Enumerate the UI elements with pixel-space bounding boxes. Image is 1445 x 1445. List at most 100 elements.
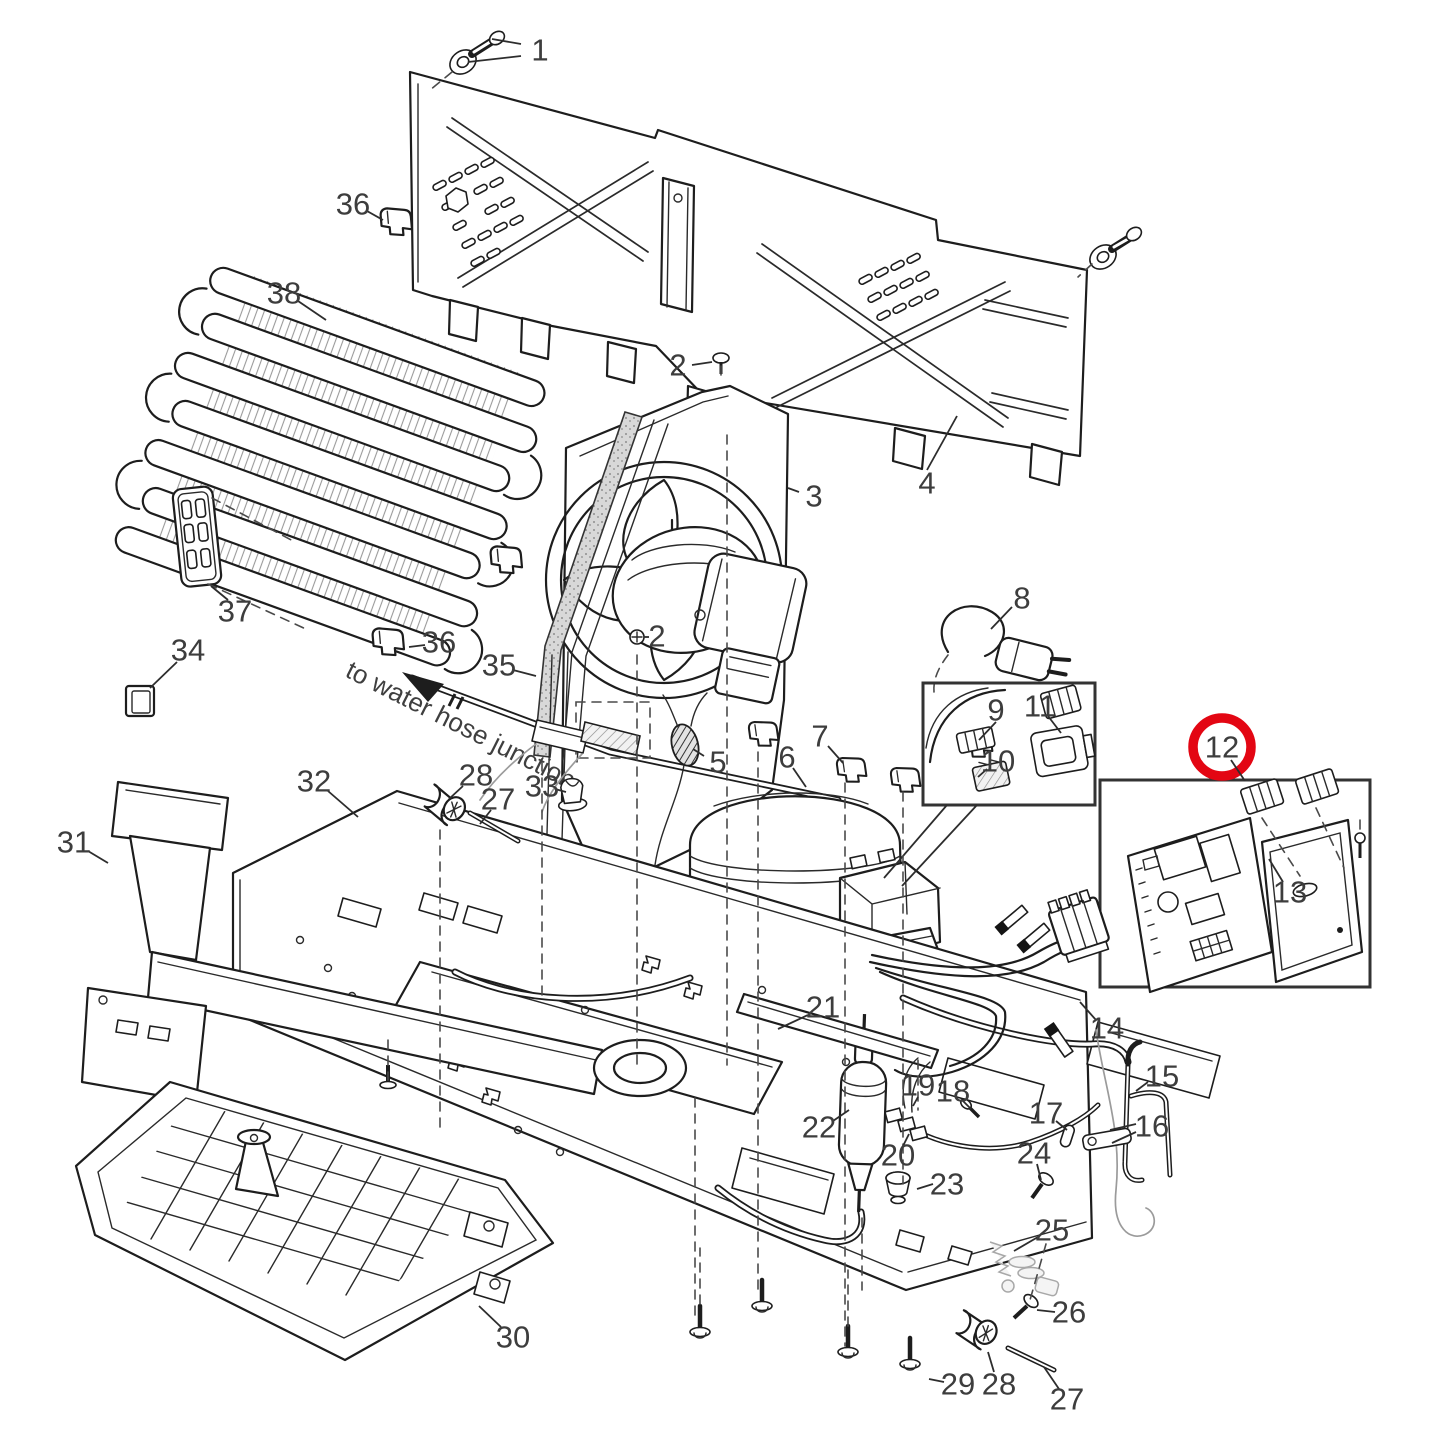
callout-label: 15 [1145,1059,1179,1094]
callout-28: 28 [448,758,493,800]
clip-36-top [378,205,414,238]
callout-label: 8 [1013,581,1030,616]
callout-leader [1111,1131,1137,1144]
corner-bracket [80,780,688,1104]
arrow-head [402,672,444,702]
callout-label: 37 [218,594,252,629]
callout-label: 19 [901,1068,935,1103]
callout-17: 17 [1029,1096,1068,1131]
water-hose-tube [402,672,842,804]
callout-label: 32 [297,764,331,799]
callout-label: 25 [1035,1213,1069,1248]
callout-leader [408,644,426,648]
callout-label: 36 [336,187,370,222]
callout-leader [912,1096,919,1107]
callout-leader [978,721,997,741]
vent-slots-left [431,155,525,269]
thermostat-sensor [649,692,708,976]
base-screw [900,1338,920,1370]
callout-25: 25 [1013,1213,1069,1252]
grommet-pin-17 [1059,1124,1076,1148]
callout-leader [1135,1081,1149,1092]
callout-label: 1 [531,33,548,68]
callout-label: 31 [57,825,91,860]
control-pcb [1126,816,1274,994]
callout-1: 1 [467,33,549,68]
callout-label: 22 [802,1110,836,1145]
callout-label: 18 [936,1074,970,1109]
callout-leader [926,415,958,471]
drier-filter [837,1013,888,1212]
roller-set-rear [952,1309,1057,1373]
callout-label: 27 [1050,1382,1084,1417]
callout-27: 27 [1043,1366,1084,1417]
callout-leader [467,55,522,63]
terminal-connector [1039,684,1082,720]
callout-19: 19 [901,1068,935,1107]
power-cord [933,605,1072,693]
base-screw [752,1280,772,1312]
grille-projection-lines [207,497,309,631]
callout-label: 4 [918,466,935,501]
callout-label: 30 [496,1320,530,1355]
clip-7 [889,764,923,796]
callout-label: 7 [811,719,828,754]
cover-connector [1294,768,1340,805]
callout-leader [827,745,844,764]
callout-4: 4 [918,415,958,501]
callout-label: 2 [669,348,686,383]
callout-leader [366,210,384,221]
relay-cover-11 [1030,725,1096,778]
cover-connector [1239,778,1285,815]
relay-parts-inset [883,684,1096,887]
grommet-23 [885,1171,911,1205]
callout-leader [916,1183,934,1190]
callout-label: 29 [941,1367,975,1402]
callout-6: 6 [778,740,807,788]
callout-leader [478,1305,502,1328]
callout-label: 12 [1205,730,1239,765]
drain-pan [74,1080,555,1362]
callout-34: 34 [149,633,205,689]
callout-leader [961,1099,972,1110]
callout-leader [554,788,567,793]
callout-35: 35 [482,648,537,683]
callout-label: 26 [1052,1295,1086,1330]
callout-leader [977,768,988,778]
wire-ferrule [1016,922,1051,954]
callout-32: 32 [297,764,359,818]
callout-label: 2 [648,619,665,654]
screw-top-left [429,30,506,91]
callout-22: 22 [802,1109,850,1145]
callout-36: 36 [408,625,456,660]
callout-leader [448,785,464,800]
callout-leader [787,487,800,493]
callout-leader [692,748,705,757]
clip-33 [557,777,588,812]
side-grille [171,485,223,588]
pan-cone [234,1128,280,1198]
callout-leader [491,38,522,45]
callout-label: 36 [422,625,456,660]
callout-leader [512,669,537,677]
callout-30: 30 [478,1305,530,1355]
callout-leader [1109,1123,1137,1131]
callout-13: 13 [1268,858,1307,910]
screw-top-right [1077,226,1143,278]
callout-leader [1036,1309,1056,1313]
callout-leader [990,606,1013,630]
callout-2: 2 [669,348,713,383]
callout-label: 34 [171,633,205,668]
callout-leader [902,1133,910,1147]
callout-leader [87,850,109,864]
callout-23: 23 [916,1167,964,1202]
callout-label: 3 [805,479,822,514]
callout-37: 37 [210,585,252,629]
callout-12: 12 [1205,730,1246,782]
callout-28: 28 [982,1351,1016,1402]
callout-leader [691,361,713,366]
base-plate [231,789,1221,1292]
wiring-harness [868,889,1110,1078]
refrigerant-pipes [451,968,1132,1246]
callout-leader [1013,1236,1039,1252]
